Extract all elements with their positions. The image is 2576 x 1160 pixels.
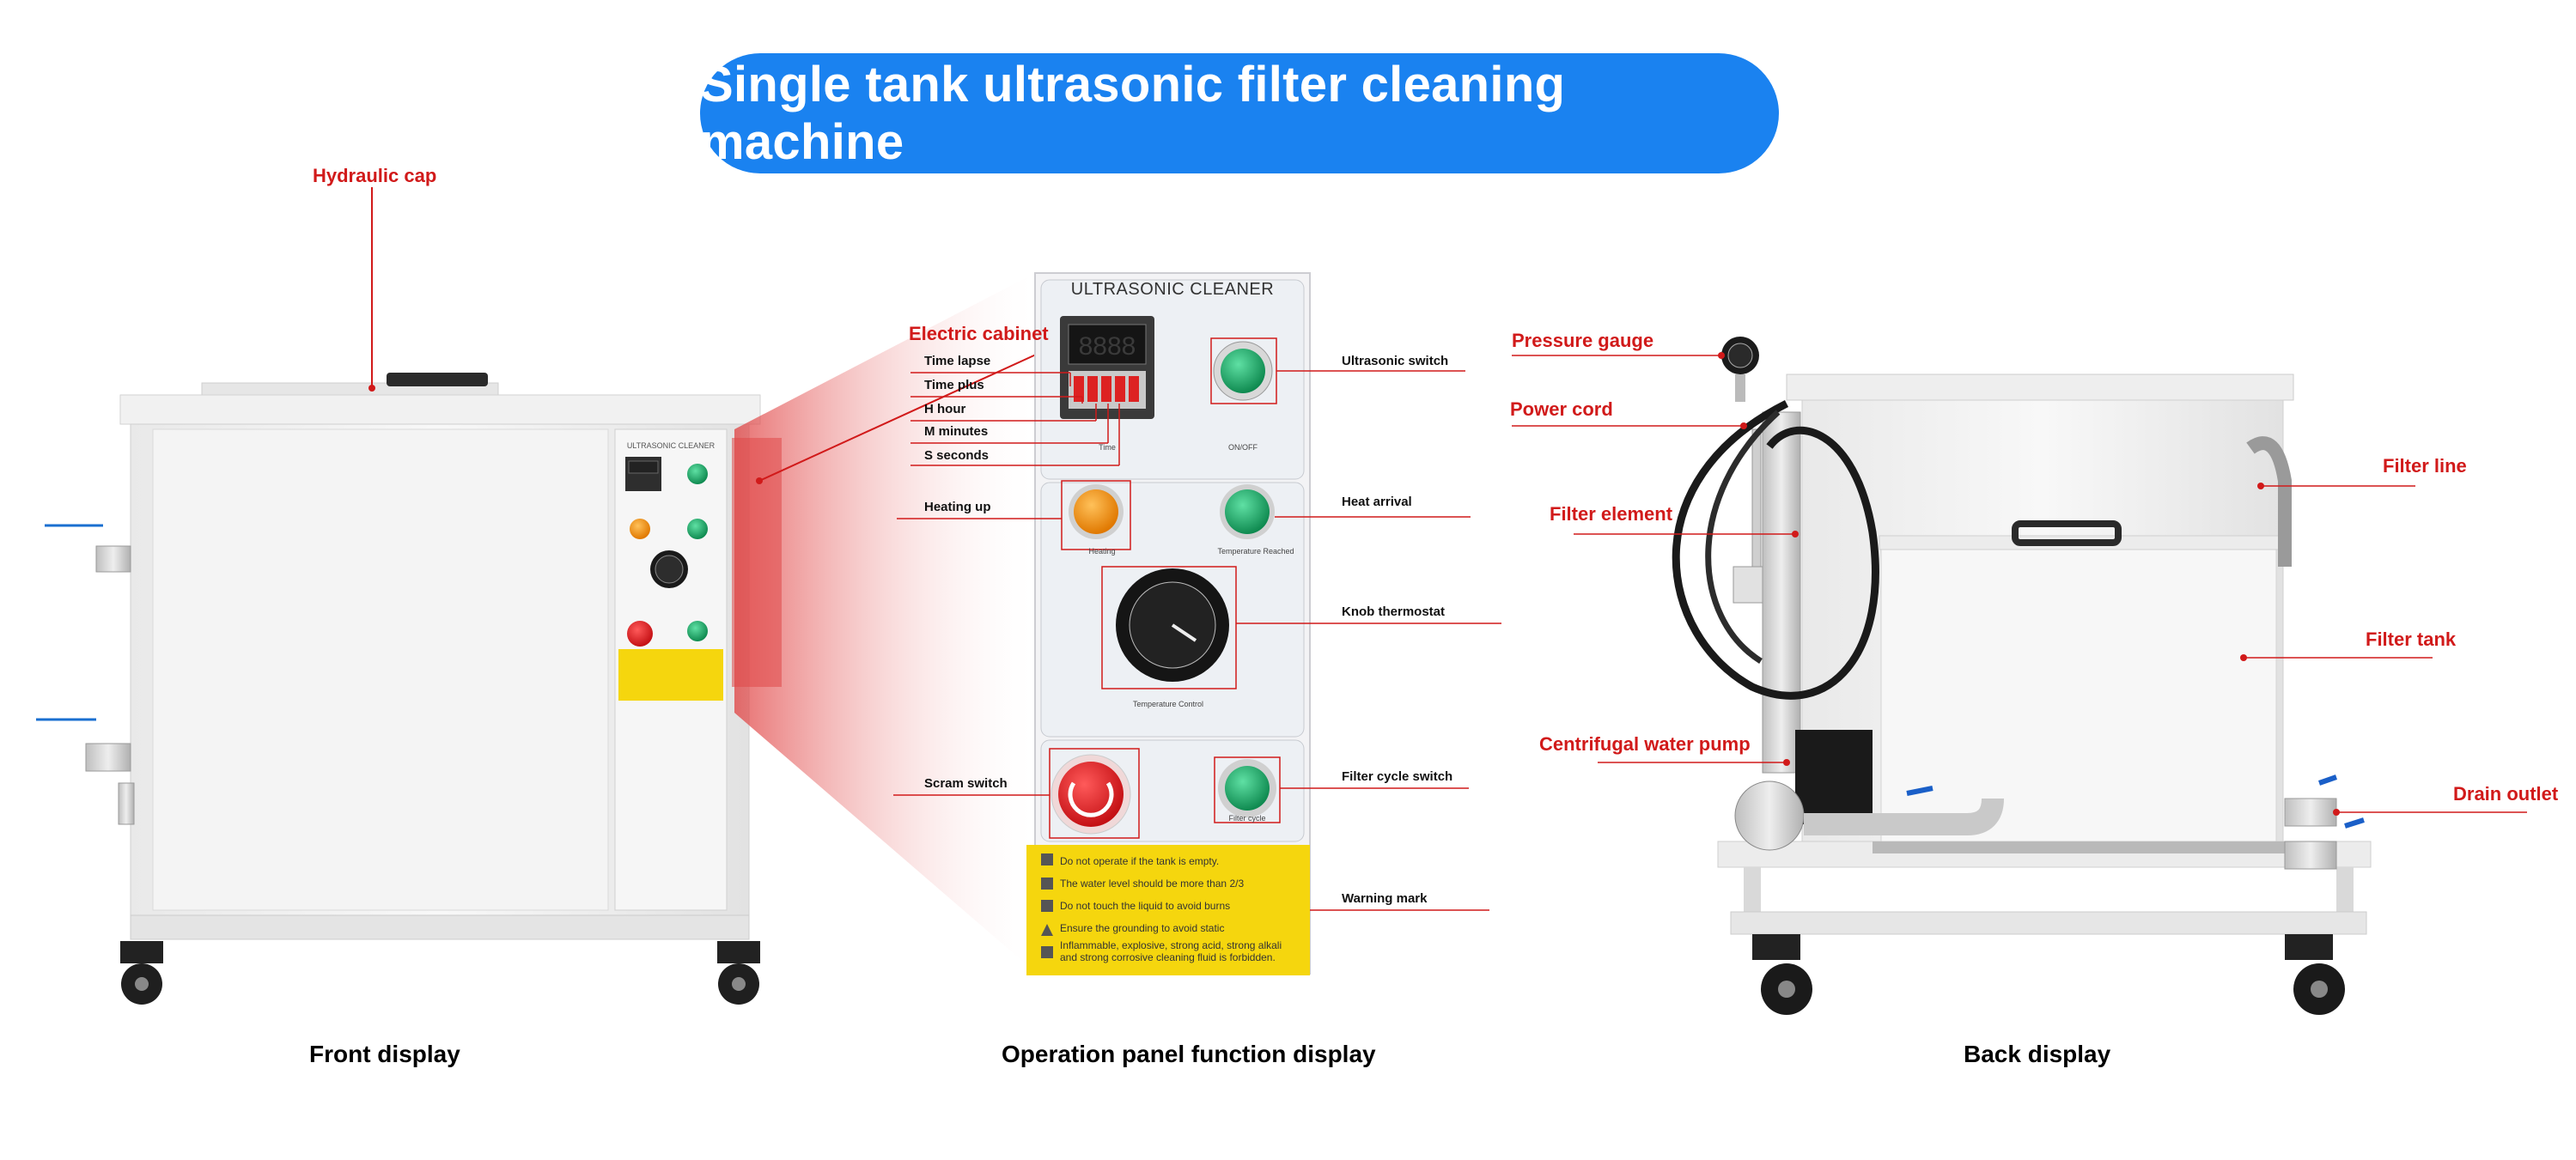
filter-element (1762, 411, 1801, 774)
front-machine: ULTRASONIC CLEANER (36, 373, 761, 1005)
label-electric-cabinet: Electric cabinet (909, 323, 1049, 344)
label-scram-switch: Scram switch (924, 776, 1008, 791)
svg-text:ULTRASONIC CLEANER: ULTRASONIC CLEANER (627, 441, 716, 450)
centrifugal-pump-motor (1795, 730, 1873, 824)
label-power-cord: Power cord (1510, 398, 1613, 420)
label-time-lapse: Time lapse (924, 354, 991, 368)
timer-caption: Time (1099, 443, 1116, 452)
ultrasonic-switch-button (1221, 349, 1265, 393)
onoff-caption: ON/OFF (1228, 443, 1258, 452)
label-hydraulic-cap: Hydraulic cap (313, 165, 437, 186)
back-machine (1672, 337, 2372, 1015)
warning-line: The water level should be more than 2/3 (1060, 878, 1245, 890)
warning-sticker (1026, 845, 1310, 975)
warning-line: Ensure the grounding to avoid static (1060, 922, 1225, 934)
label-centrifugal-water-pump: Centrifugal water pump (1539, 733, 1751, 755)
page-title: Single tank ultrasonic filter cleaning m… (700, 57, 1566, 170)
zoom-beam (734, 273, 1035, 972)
temp-reached-caption: Temperature Reached (1217, 547, 1294, 556)
label-pressure-gauge: Pressure gauge (1512, 330, 1654, 351)
label-filter-element: Filter element (1550, 503, 1673, 525)
label-heat-arrival: Heat arrival (1342, 495, 1412, 509)
label-heating-up: Heating up (924, 500, 991, 514)
lid-handle (387, 373, 488, 386)
leader-electric-cabinet (758, 344, 1057, 482)
timer-digits: 8888 (1079, 332, 1136, 361)
caption-back-display: Back display (1964, 1041, 2111, 1067)
back-leaders (1512, 355, 2527, 813)
scram-switch-button (1058, 762, 1124, 827)
warning-line: and strong corrosive cleaning fluid is f… (1060, 951, 1276, 963)
heating-caption: Heating (1088, 547, 1115, 556)
heat-arrival-indicator (1225, 489, 1270, 534)
panel-left-leaders (893, 372, 1120, 796)
filter-cycle-button (1225, 766, 1270, 811)
label-filter-line: Filter line (2383, 455, 2467, 477)
caption-front-display: Front display (309, 1041, 460, 1067)
label-drain-outlet: Drain outlet (2453, 783, 2559, 805)
temp-control-caption: Temperature Control (1133, 700, 1203, 708)
label-filter-cycle-switch: Filter cycle switch (1342, 769, 1453, 784)
label-knob-thermostat: Knob thermostat (1342, 604, 1445, 619)
filter-cycle-caption: Filter cycle (1228, 814, 1265, 823)
warning-line: Inflammable, explosive, strong acid, str… (1060, 939, 1282, 951)
label-filter-tank: Filter tank (2366, 629, 2457, 650)
caption-panel-display: Operation panel function display (1002, 1041, 1376, 1067)
label-h-hour: H hour (924, 402, 966, 416)
label-s-seconds: S seconds (924, 448, 990, 463)
heating-indicator (1074, 489, 1118, 534)
label-ultrasonic-switch: Ultrasonic switch (1342, 354, 1449, 368)
label-warning-mark: Warning mark (1342, 891, 1428, 906)
label-m-minutes: M minutes (924, 424, 989, 439)
panel-right-leaders (1236, 370, 1501, 911)
front-warning-sticker (618, 649, 723, 701)
filter-tank (1880, 542, 2277, 844)
panel-header: ULTRASONIC CLEANER (1070, 280, 1275, 299)
warning-line: Do not touch the liquid to avoid burns (1060, 900, 1231, 912)
label-time-plus: Time plus (924, 378, 984, 392)
front-lid (119, 394, 761, 425)
warning-text: Do not operate if the tank is empty. The… (1060, 850, 1309, 963)
warning-line: Do not operate if the tank is empty. (1060, 855, 1220, 867)
title-banner: Single tank ultrasonic filter cleaning m… (700, 53, 1779, 173)
